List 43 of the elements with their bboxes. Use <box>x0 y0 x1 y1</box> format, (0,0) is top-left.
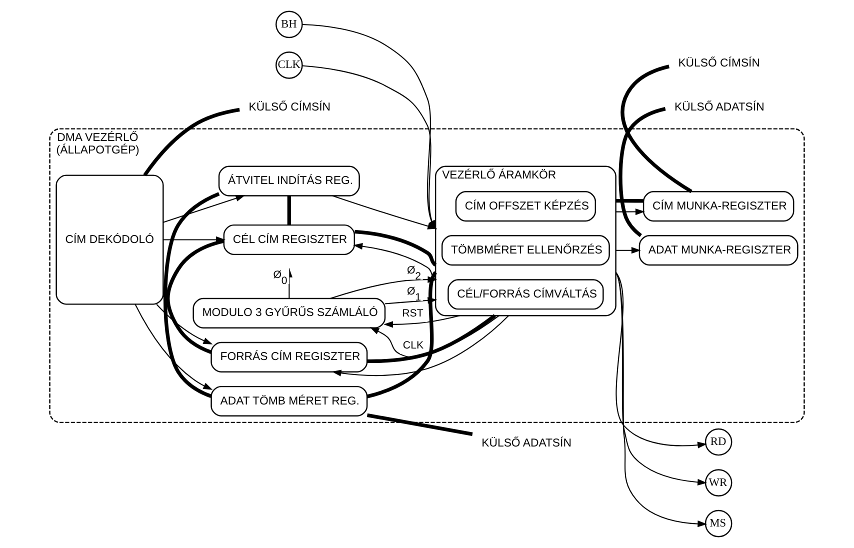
connector <box>620 64 692 194</box>
arrow <box>156 304 213 344</box>
node-box: CÉL/FORRÁS CÍMVÁLTÁS <box>448 279 604 310</box>
connector <box>287 196 291 225</box>
connector <box>367 314 496 364</box>
node-box: MODULO 3 GYŰRŰS SZÁMLÁLÓ <box>192 298 386 328</box>
connector <box>166 239 224 354</box>
node-circle: RD <box>704 428 732 456</box>
node-box: FORRÁS CÍM REGISZTER <box>210 342 368 372</box>
node-circle: BH <box>276 10 303 38</box>
arrow <box>615 272 708 448</box>
node-circle: MS <box>704 510 732 538</box>
node-circle: WR <box>704 469 732 496</box>
arrow <box>134 304 213 390</box>
edge-label: RST <box>402 308 424 320</box>
connector <box>143 108 240 176</box>
arrow <box>615 272 708 486</box>
node-text: KÜLSŐ CÍMSÍN <box>678 58 760 70</box>
node-text: KÜLSŐ ADATSÍN <box>482 438 572 450</box>
arrow <box>615 272 708 528</box>
connector <box>354 230 437 266</box>
connector <box>616 198 644 203</box>
arrow <box>384 315 460 328</box>
node-text: KÜLSŐ ADATSÍN <box>674 102 764 114</box>
node-box: TÖMBMÉRET ELLENŐRZÉS <box>441 235 610 266</box>
arrow <box>332 315 510 376</box>
node-box: CÍM MUNKA-REGISZTER <box>642 191 794 222</box>
node-text: KÜLSŐ CÍMSÍN <box>248 102 331 114</box>
node-circle: CLK <box>276 52 303 79</box>
edge-label: CLK <box>402 340 424 352</box>
connector <box>163 192 220 398</box>
arrow <box>616 208 645 216</box>
arrow <box>370 315 500 358</box>
node-box: CÍM OFFSZET KÉPZÉS <box>455 191 596 222</box>
node-box: ÁTVITEL INDÍTÁS REG. <box>218 166 360 196</box>
node-box: ADAT MUNKA-REGISZTER <box>638 235 798 266</box>
arrow <box>163 195 246 223</box>
node-box: ADAT TÖMB MÉRET REG. <box>210 386 368 417</box>
node-box: CÉL CÍM REGISZTER <box>223 224 356 256</box>
arrow <box>616 247 641 254</box>
connector <box>366 413 473 436</box>
connector <box>618 107 666 238</box>
node-box: CÍM DEKÓDOLÓ <box>56 174 164 305</box>
